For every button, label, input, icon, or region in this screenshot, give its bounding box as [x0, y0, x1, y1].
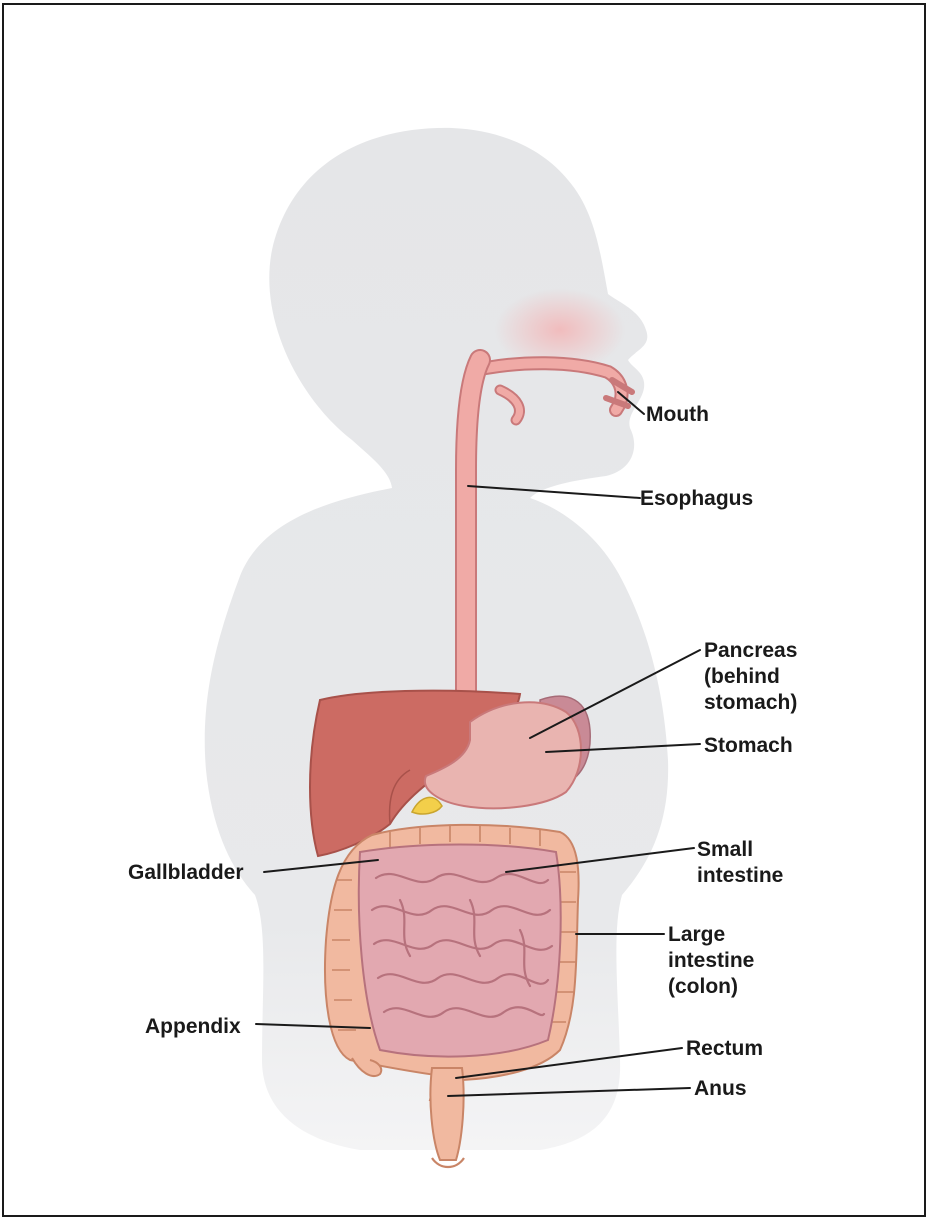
- label-mouth: Mouth: [646, 402, 709, 427]
- label-stomach: Stomach: [704, 733, 793, 758]
- label-appendix: Appendix: [145, 1014, 241, 1039]
- label-large-intestine-line-1: Large: [668, 922, 725, 947]
- label-large-intestine-line-3: (colon): [668, 974, 738, 999]
- rectum-shape: [430, 1068, 463, 1160]
- label-pancreas-line-3: stomach): [704, 690, 797, 715]
- label-small-intestine-line-1: Small: [697, 837, 753, 862]
- label-anus: Anus: [694, 1076, 747, 1101]
- label-esophagus: Esophagus: [640, 486, 753, 511]
- label-pancreas-line-2: (behind: [704, 664, 780, 689]
- label-rectum: Rectum: [686, 1036, 763, 1061]
- label-small-intestine-line-2: intestine: [697, 863, 783, 888]
- label-large-intestine-line-2: intestine: [668, 948, 754, 973]
- label-pancreas-line-1: Pancreas: [704, 638, 797, 663]
- label-gallbladder: Gallbladder: [128, 860, 244, 885]
